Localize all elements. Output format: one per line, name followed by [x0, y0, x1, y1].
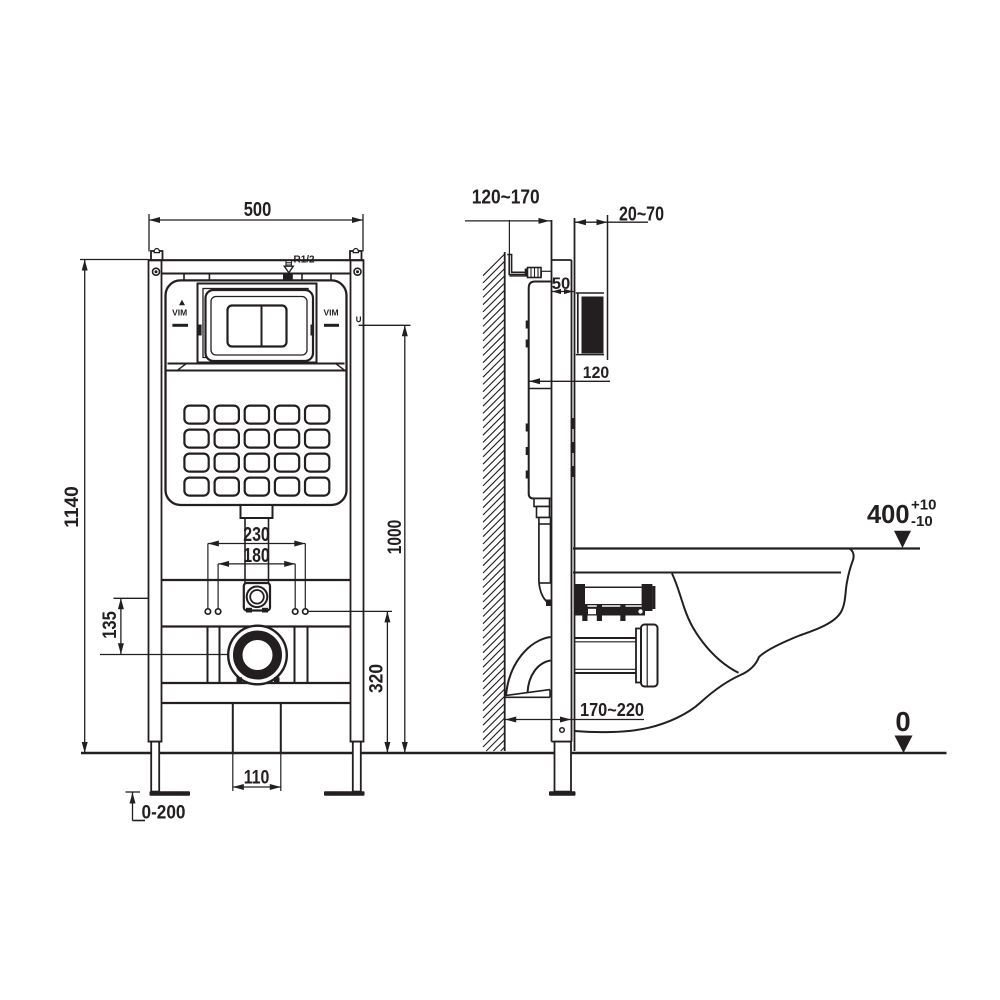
svg-text:135: 135 — [100, 611, 121, 639]
svg-text:-10: -10 — [911, 513, 933, 530]
svg-text:20~70: 20~70 — [619, 204, 664, 226]
svg-text:VIM: VIM — [323, 308, 338, 318]
svg-text:180: 180 — [243, 545, 270, 567]
svg-text:0-200: 0-200 — [142, 802, 186, 824]
svg-text:1140: 1140 — [62, 486, 83, 528]
svg-text:0: 0 — [895, 706, 910, 737]
svg-text:320: 320 — [367, 664, 388, 693]
svg-text:400: 400 — [867, 501, 910, 529]
svg-text:120~170: 120~170 — [472, 187, 540, 209]
svg-text:230: 230 — [243, 524, 270, 546]
svg-text:+10: +10 — [911, 497, 936, 514]
svg-text:1000: 1000 — [385, 520, 406, 555]
svg-text:110: 110 — [244, 768, 270, 789]
svg-text:120: 120 — [583, 363, 609, 382]
svg-text:VIM: VIM — [172, 308, 187, 318]
svg-text:170~220: 170~220 — [580, 699, 644, 720]
svg-text:R1/2: R1/2 — [294, 255, 316, 266]
svg-text:500: 500 — [244, 199, 272, 221]
svg-text:50: 50 — [552, 274, 571, 293]
